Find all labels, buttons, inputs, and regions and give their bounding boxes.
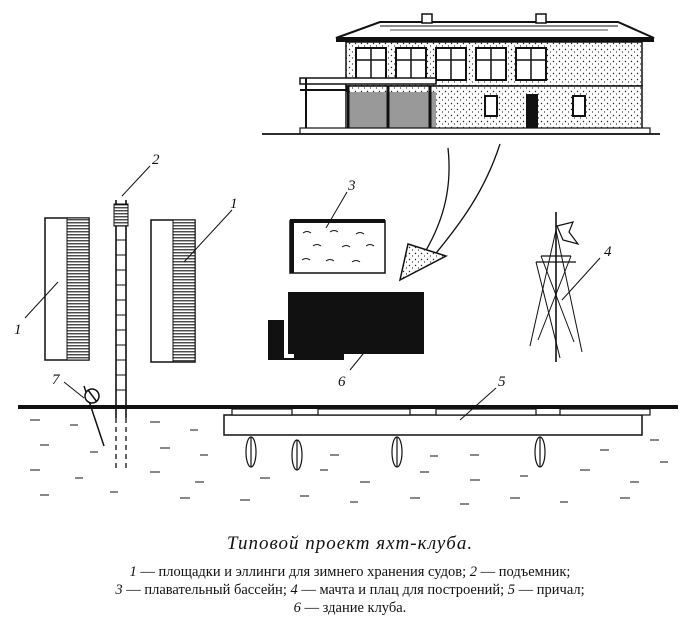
shoreline: [18, 405, 678, 409]
legend-text-2: подъемник;: [498, 564, 571, 580]
legend-text-1: площадки и эллинги для зимнего хранения …: [158, 564, 467, 580]
marker-1-right: 1: [230, 196, 238, 212]
figure-legend: 1 — площадки и эллинги для зимнего хране…: [115, 564, 585, 616]
marker-6: 6: [338, 374, 346, 390]
legend-num-1: 1: [129, 564, 137, 580]
legend-text-4: мачта и плац для построений;: [319, 582, 505, 598]
club-building-elevation: [262, 13, 660, 135]
pier: [223, 408, 651, 436]
legend-text-6: здание клуба.: [322, 600, 407, 616]
figure-title: Типовой проект яхт-клуба.: [226, 533, 474, 554]
storage-slipway-right: [150, 219, 196, 363]
marker-5: 5: [498, 374, 506, 390]
flag-mast: [529, 212, 583, 362]
boat-hoist: [113, 200, 129, 468]
legend-num-6: 6: [293, 600, 301, 616]
moored-boats: [245, 436, 546, 471]
yacht-club-plan: 2 3 1 1 4 5 6 7: [14, 13, 678, 505]
legend-num-3: 3: [115, 582, 123, 598]
marker-2: 2: [152, 152, 160, 168]
marker-7: 7: [52, 372, 61, 388]
legend-num-4: 4: [290, 582, 298, 598]
water-waves: [30, 419, 668, 505]
legend-text-5: причал;: [536, 582, 585, 598]
legend-text-3: плавательный бассейн;: [144, 582, 287, 598]
swimming-pool: [289, 219, 386, 274]
legend-num-5: 5: [507, 582, 516, 598]
leader-lines: [24, 165, 601, 421]
club-building-plan: [268, 292, 424, 360]
storage-slipway-left: [44, 217, 90, 361]
marker-3: 3: [347, 178, 356, 194]
marker-4: 4: [604, 244, 612, 260]
legend-num-2: 2: [469, 564, 478, 580]
view-arrow: [398, 143, 501, 282]
boat-on-slip: [83, 385, 105, 447]
marker-1-left: 1: [14, 322, 22, 338]
